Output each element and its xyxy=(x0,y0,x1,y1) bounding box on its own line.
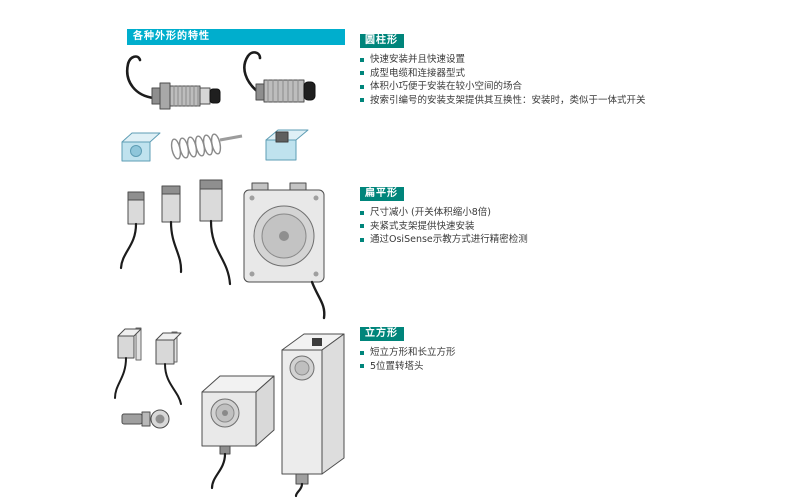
page-title: 各种外形的特性 xyxy=(127,29,345,45)
feature-text: 夹紧式支架提供快速安装 xyxy=(370,220,475,232)
section-flat: 扁平形 尺寸减小 (开关体积缩小8倍) 夹紧式支架提供快速安装 通过OsiSen… xyxy=(360,181,695,247)
section-heading-cubic: 立方形 xyxy=(360,327,404,341)
bullet-square-icon xyxy=(360,57,364,62)
product-illustrations-svg xyxy=(114,51,345,498)
bullet-square-icon xyxy=(360,210,364,215)
section-heading-cylindrical: 圆柱形 xyxy=(360,34,404,48)
feature-text: 通过OsiSense示教方式进行精密检测 xyxy=(370,234,528,245)
feature-text: 快速安装并且快速设置 xyxy=(370,54,466,65)
feature-text: 按索引编号的安装支架提供其互换性：安装时，类似于一体式开关 xyxy=(370,94,646,106)
section-cylindrical: 圆柱形 快速安装并且快速设置 成型电缆和连接器型式 体积小巧便于安装在较小空间的… xyxy=(360,28,695,107)
product-illustrations xyxy=(106,46,358,498)
bullet-square-icon xyxy=(360,350,364,355)
bullet-square-icon xyxy=(360,98,364,102)
feature-bullet: 尺寸减小 (开关体积缩小8倍) xyxy=(360,206,695,220)
section-cubic: 立方形 短立方形和长立方形 5位置转塔头 xyxy=(360,321,695,373)
feature-bullet: 5位置转塔头 xyxy=(360,360,695,374)
feature-bullet: 按索引编号的安装支架提供其互换性：安装时，类似于一体式开关 xyxy=(360,94,695,108)
spring-icon xyxy=(170,133,222,160)
flat-sensors-drawing xyxy=(119,179,326,320)
bullet-square-icon xyxy=(360,84,364,89)
bullet-square-icon xyxy=(360,224,364,228)
cylindrical-feature-list: 快速安装并且快速设置 成型电缆和连接器型式 体积小巧便于安装在较小空间的场合 按… xyxy=(360,53,695,107)
feature-bullet: 成型电缆和连接器型式 xyxy=(360,67,695,81)
feature-bullet: 夹紧式支架提供快速安装 xyxy=(360,220,695,234)
flat-feature-list: 尺寸减小 (开关体积缩小8倍) 夹紧式支架提供快速安装 通过OsiSense示教… xyxy=(360,206,695,247)
feature-descriptions: 圆柱形 快速安装并且快速设置 成型电缆和连接器型式 体积小巧便于安装在较小空间的… xyxy=(360,28,695,488)
cylindrical-sensors-drawing xyxy=(125,51,316,110)
feature-text: 短立方形和长立方形 xyxy=(370,347,456,358)
bullet-square-icon xyxy=(360,364,364,368)
bullet-square-icon xyxy=(360,237,364,242)
feature-text: 体积小巧便于安装在较小空间的场合 xyxy=(370,81,523,92)
cubic-sensors-drawing xyxy=(114,327,345,498)
cubic-feature-list: 短立方形和长立方形 5位置转塔头 xyxy=(360,346,695,373)
feature-bullet: 短立方形和长立方形 xyxy=(360,346,695,360)
bullet-square-icon xyxy=(360,71,364,75)
feature-text: 尺寸减小 (开关体积缩小8倍) xyxy=(370,207,491,218)
feature-text: 成型电缆和连接器型式 xyxy=(370,67,466,79)
feature-bullet: 快速安装并且快速设置 xyxy=(360,53,695,67)
feature-text: 5位置转塔头 xyxy=(370,360,424,372)
mounting-accessories-drawing xyxy=(121,129,309,162)
feature-bullet: 通过OsiSense示教方式进行精密检测 xyxy=(360,233,695,247)
feature-bullet: 体积小巧便于安装在较小空间的场合 xyxy=(360,80,695,94)
section-heading-flat: 扁平形 xyxy=(360,187,404,201)
